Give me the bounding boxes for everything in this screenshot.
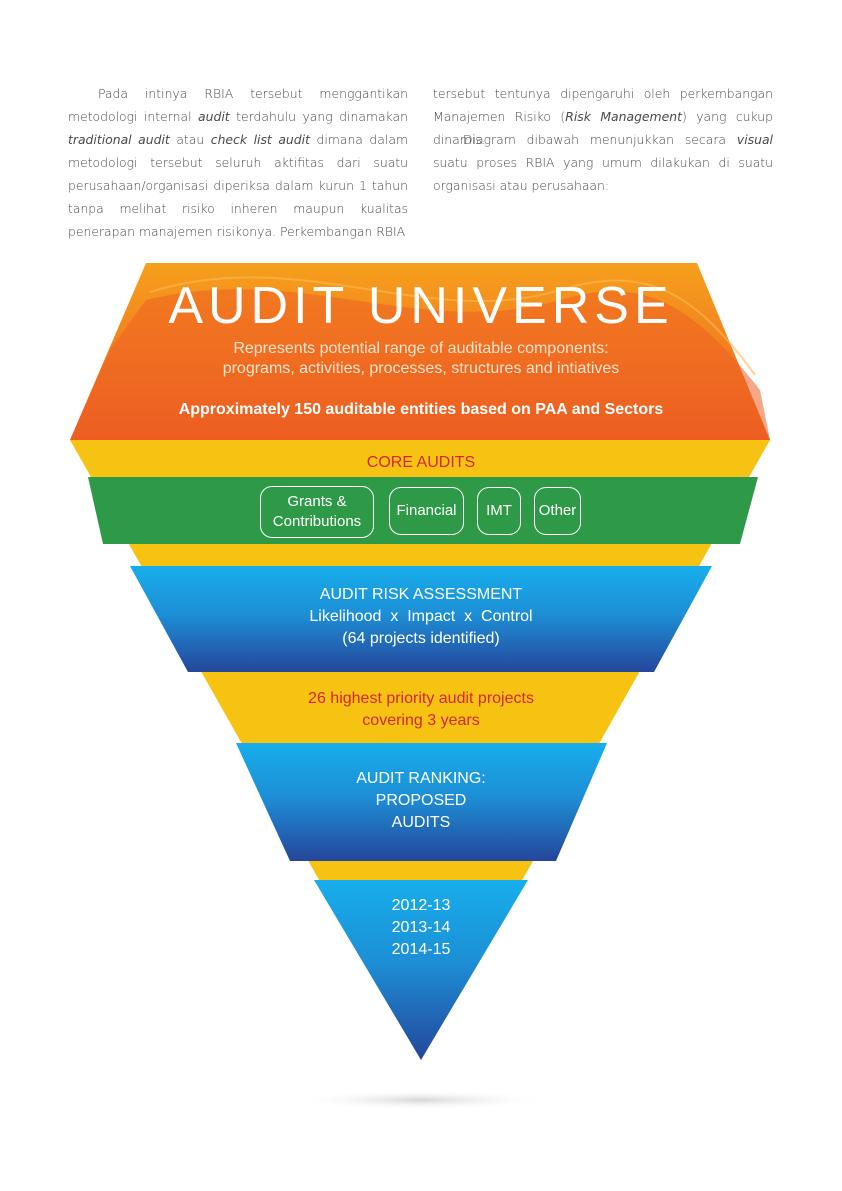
- audit-ranking-line3: AUDITS: [391, 814, 451, 831]
- text-span: suatu proses RBIA yang umum dilakukan di…: [433, 155, 773, 193]
- text-span: atau: [169, 132, 211, 147]
- text-span: Pada intinya RBIA tersebut menggantikan …: [68, 86, 408, 124]
- core-item-grants-contributions: Grants & Contributions: [260, 486, 374, 538]
- audit-universe-description-line1: Represents potential range of auditable …: [233, 340, 609, 357]
- core-item-imt: IMT: [477, 487, 521, 535]
- years-block: [314, 880, 528, 1060]
- core-item-other: Other: [534, 487, 581, 535]
- core-item-label: Other: [538, 502, 577, 519]
- paragraph-rbia-intro: Pada intinya RBIA tersebut menggantikan …: [68, 82, 408, 243]
- audit-universe-description-line2: programs, activities, processes, structu…: [222, 360, 620, 377]
- base-shadow: [293, 1090, 549, 1110]
- italic-term: audit: [198, 109, 230, 124]
- year-item: 2014-15: [391, 941, 451, 958]
- core-item-label: Financial: [396, 502, 457, 519]
- priority-projects-line2: covering 3 years: [362, 712, 480, 729]
- risk-assessment-title: AUDIT RISK ASSESSMENT: [319, 586, 523, 603]
- core-item-label: IMT: [486, 502, 512, 519]
- italic-term: visual: [736, 132, 773, 147]
- universe-wave-shade: [70, 289, 770, 440]
- text-span: ) yang cukup dinamis.: [433, 109, 773, 147]
- audit-universe-title: AUDIT UNIVERSE: [168, 277, 674, 335]
- priority-projects-line1: 26 highest priority audit projects: [308, 690, 534, 707]
- risk-assessment-block: [130, 566, 712, 672]
- core-audits-band: [88, 477, 758, 544]
- year-item: 2013-14: [391, 919, 451, 936]
- text-span: Diagram dibawah menunjukkan secara: [463, 132, 737, 147]
- risk-assessment-projects: (64 projects identified): [342, 630, 500, 647]
- italic-term: Risk Management: [565, 109, 682, 124]
- auditable-entities-count: Approximately 150 auditable entities bas…: [178, 401, 664, 418]
- paragraph-diagram-intro: Diagram dibawah menunjukkan secara visua…: [433, 128, 773, 197]
- core-item-label: Grants &: [287, 493, 347, 510]
- audit-ranking-line1: AUDIT RANKING:: [356, 770, 486, 787]
- paragraph-rbia-continued: tersebut tentunya dipengaruhi oleh perke…: [433, 82, 773, 151]
- universe-wave-highlight: [149, 276, 756, 376]
- risk-assessment-formula: Likelihood x Impact x Control: [309, 608, 533, 625]
- core-item-label: Contributions: [272, 513, 362, 530]
- core-audits-label: CORE AUDITS: [366, 454, 476, 471]
- audit-ranking-block: [236, 743, 607, 861]
- audit-ranking-line2: PROPOSED: [375, 792, 467, 809]
- core-item-financial: Financial: [389, 487, 464, 535]
- text-span: dimana dalam metodologi tersebut seluruh…: [68, 132, 408, 239]
- year-item: 2012-13: [391, 897, 451, 914]
- text-span: tersebut tentunya dipengaruhi oleh perke…: [433, 86, 773, 124]
- text-span: terdahulu yang dinamakan: [229, 109, 409, 124]
- italic-term: traditional audit: [68, 132, 170, 147]
- italic-term: check list audit: [210, 132, 310, 147]
